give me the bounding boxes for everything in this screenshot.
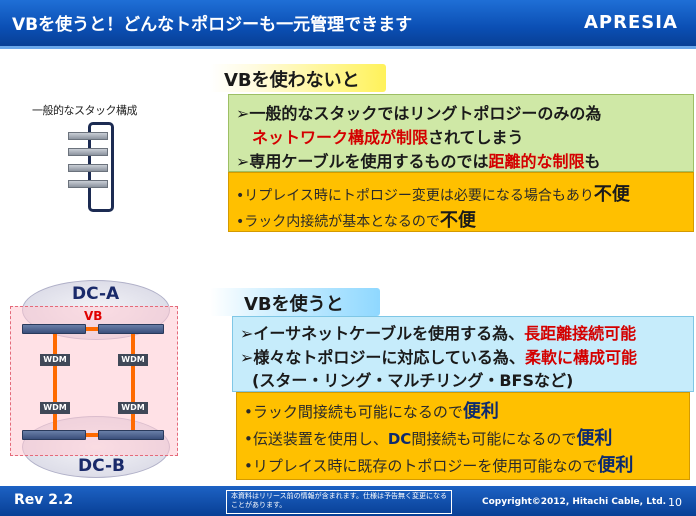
slide-title: VBを使うと！どんなトポロジーも一元管理できます bbox=[12, 15, 413, 35]
switch-device-icon bbox=[98, 324, 164, 334]
inconvenience-line-2: •ラック内接続が基本となるので不便 bbox=[236, 206, 476, 232]
stack-config-label: 一般的なスタック構成 bbox=[32, 104, 138, 117]
wdm-device-icon: WDM bbox=[40, 402, 70, 414]
limitation-line-3: ➢専用ケーブルを使用するものでは距離的な制限も bbox=[236, 148, 600, 172]
benefits-box bbox=[232, 316, 694, 392]
apresia-logo: APRESIA bbox=[584, 12, 678, 33]
slide-footer bbox=[0, 486, 696, 516]
convenience-em-1: 便利 bbox=[462, 401, 499, 422]
convenience-em-3: 便利 bbox=[597, 455, 634, 476]
inconvenience-text-2: •ラック内接続が基本となるので bbox=[236, 214, 440, 230]
wdm-device-icon: WDM bbox=[118, 354, 148, 366]
dc-b-label: DC-B bbox=[78, 456, 125, 476]
section-title-without-vb: VBを使わないと bbox=[210, 64, 386, 92]
switch-device-icon bbox=[98, 430, 164, 440]
page-number: 10 bbox=[668, 496, 682, 509]
topology-examples: (スター・リング・マルチリング・BFSなど) bbox=[252, 371, 574, 390]
section-title-with-vb: VBを使うと bbox=[210, 288, 380, 316]
distance-limit-highlight: 距離的な制限 bbox=[488, 152, 585, 171]
convenience-dc: DC bbox=[387, 430, 412, 448]
limitation-line-3-pre: ➢専用ケーブルを使用するものでは bbox=[236, 152, 489, 171]
benefit-line-2: ➢様々なトポロジーに対応している為、柔軟に構成可能 bbox=[240, 344, 637, 368]
limitation-line-1: ➢一般的なスタックではリングトポロジーのみの為 bbox=[236, 104, 602, 123]
disclaimer-note: 本資料はリリース前の情報が含まれます。仕様は予告無く変更になることがあります。 bbox=[226, 490, 452, 514]
header-divider bbox=[0, 46, 696, 49]
long-distance-highlight: 長距離接続可能 bbox=[524, 324, 637, 343]
convenience-em-2: 便利 bbox=[576, 428, 613, 449]
switch-device-icon bbox=[22, 430, 86, 440]
limitation-line-3-post: も bbox=[584, 152, 601, 171]
copyright-text: Copyright©2012, Hitachi Cable, Ltd. bbox=[482, 497, 667, 507]
vb-label: VB bbox=[84, 309, 103, 323]
link-line bbox=[53, 334, 57, 430]
convenience-line-2: •伝送装置を使用し、DC間接続も可能になるので便利 bbox=[244, 424, 612, 450]
slide-header bbox=[0, 0, 696, 46]
link-line bbox=[131, 334, 135, 430]
wdm-device-icon: WDM bbox=[118, 402, 148, 414]
limitation-line-2-rest: されてしまう bbox=[428, 128, 524, 147]
wdm-device-icon: WDM bbox=[40, 354, 70, 366]
limitations-box bbox=[228, 94, 694, 172]
stack-switch-icon bbox=[68, 180, 108, 188]
convenience-text-2b: 間接続も可能になるので bbox=[411, 430, 577, 448]
limitation-highlight: ネットワーク構成が制限 bbox=[252, 128, 429, 147]
convenience-text-1: •ラック間接続も可能になるので bbox=[244, 403, 463, 421]
convenience-line-3: •リプレイス時に既存のトポロジーを使用可能なので便利 bbox=[244, 451, 633, 477]
benefit-text-2: ➢様々なトポロジーに対応している為、 bbox=[240, 348, 525, 367]
inconvenience-text-1: •リプレイス時にトポロジー変更は必要になる場合もあり bbox=[236, 188, 594, 204]
revision-label: Rev 2.2 bbox=[14, 492, 74, 508]
convenience-text-3: •リプレイス時に既存のトポロジーを使用可能なので bbox=[244, 457, 598, 475]
convenience-text-2a: •伝送装置を使用し、 bbox=[244, 430, 388, 448]
convenience-box bbox=[236, 392, 690, 480]
limitation-line-2: ネットワーク構成が制限されてしまう bbox=[252, 124, 524, 148]
convenience-line-1: •ラック間接続も可能になるので便利 bbox=[244, 397, 499, 423]
stack-switch-icon bbox=[68, 148, 108, 156]
benefit-text-1: ➢イーサネットケーブルを使用する為、 bbox=[240, 324, 525, 343]
stack-switch-icon bbox=[68, 132, 108, 140]
benefit-line-1: ➢イーサネットケーブルを使用する為、長距離接続可能 bbox=[240, 320, 636, 344]
stack-switch-icon bbox=[68, 164, 108, 172]
inconvenience-line-1: •リプレイス時にトポロジー変更は必要になる場合もあり不便 bbox=[236, 180, 630, 206]
flexible-config-highlight: 柔軟に構成可能 bbox=[524, 348, 637, 367]
link-line bbox=[86, 433, 98, 437]
inconvenience-box bbox=[228, 172, 694, 232]
inconvenience-em-2: 不便 bbox=[439, 210, 476, 231]
inconvenience-em-1: 不便 bbox=[593, 184, 630, 205]
link-line bbox=[86, 327, 98, 331]
switch-device-icon bbox=[22, 324, 86, 334]
dc-a-label: DC-A bbox=[72, 284, 120, 304]
